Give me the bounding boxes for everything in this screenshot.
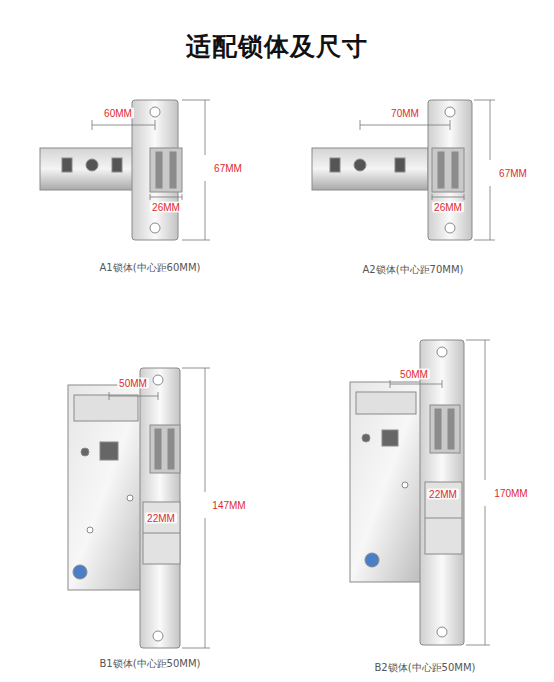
dimension-label: 50MM bbox=[398, 369, 430, 380]
dimension-label: 70MM bbox=[389, 108, 421, 119]
caption-label: A2锁体(中心距70MM) bbox=[363, 263, 464, 277]
caption-label: B1锁体(中心距50MM) bbox=[99, 657, 200, 671]
dimension-label: 147MM bbox=[210, 500, 247, 511]
dimension-label: 170MM bbox=[492, 488, 529, 499]
caption-label: A1锁体(中心距60MM) bbox=[100, 261, 201, 275]
tubular-lock-a1 bbox=[40, 100, 182, 240]
mortise-lock-b1 bbox=[68, 368, 180, 648]
mortise-lock-b2 bbox=[350, 340, 464, 645]
tubular-lock-a2 bbox=[312, 100, 472, 240]
page-title: 适配锁体及尺寸 bbox=[186, 30, 368, 63]
dimension-lines bbox=[92, 100, 495, 648]
dimension-label: 67MM bbox=[212, 163, 244, 174]
dimension-label: 26MM bbox=[150, 202, 182, 213]
dimension-label: 22MM bbox=[145, 513, 177, 524]
dimension-label: 60MM bbox=[102, 108, 134, 119]
caption-label: B2锁体(中心距50MM) bbox=[374, 661, 475, 675]
dimension-label: 26MM bbox=[432, 202, 464, 213]
dimension-label: 50MM bbox=[117, 378, 149, 389]
dimension-label: 67MM bbox=[497, 168, 529, 179]
dimension-label: 22MM bbox=[427, 489, 459, 500]
